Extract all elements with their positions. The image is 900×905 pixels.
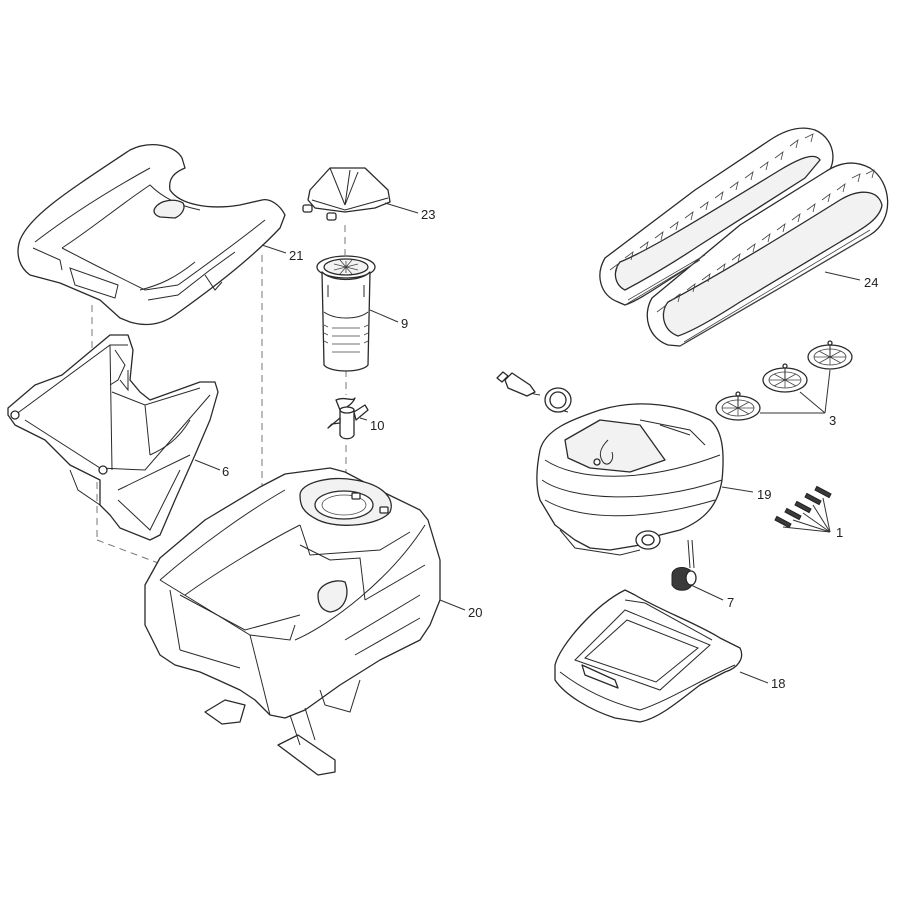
part-6-filter-basket[interactable] (7, 334, 219, 541)
part-9-filter-cartridge[interactable] (316, 255, 376, 372)
wheel-1 (715, 391, 761, 421)
wheel-2 (762, 363, 808, 393)
part-21-top-cover[interactable] (17, 144, 286, 326)
callout-24: 24 (864, 275, 879, 290)
part-3-wheels[interactable] (715, 340, 853, 421)
callout-18: 18 (771, 676, 786, 691)
leader-lines (194, 202, 861, 684)
callout-10: 10 (370, 418, 385, 433)
part-7-swivel-knob[interactable] (671, 539, 697, 591)
callout-7: 7 (727, 595, 735, 610)
part-10-impeller[interactable] (327, 397, 369, 440)
callout-23: 23 (421, 207, 436, 222)
callout-9: 9 (401, 316, 409, 331)
part-24-tracks[interactable] (599, 127, 889, 347)
callout-1: 1 (836, 525, 844, 540)
part-20-body-chassis[interactable] (144, 467, 441, 776)
part-19-motor-unit[interactable] (496, 371, 724, 556)
callout-19: 19 (757, 487, 772, 502)
callout-21: 21 (289, 248, 304, 263)
wheel-3 (807, 340, 853, 370)
part-23-outlet-cap[interactable] (302, 167, 391, 221)
part-1-screws[interactable] (774, 485, 832, 529)
callout-3: 3 (829, 413, 837, 428)
tread-pattern-icon (609, 133, 875, 315)
part-18-handle-frame[interactable] (554, 589, 743, 723)
callout-6: 6 (222, 464, 230, 479)
callout-20: 20 (468, 605, 483, 620)
